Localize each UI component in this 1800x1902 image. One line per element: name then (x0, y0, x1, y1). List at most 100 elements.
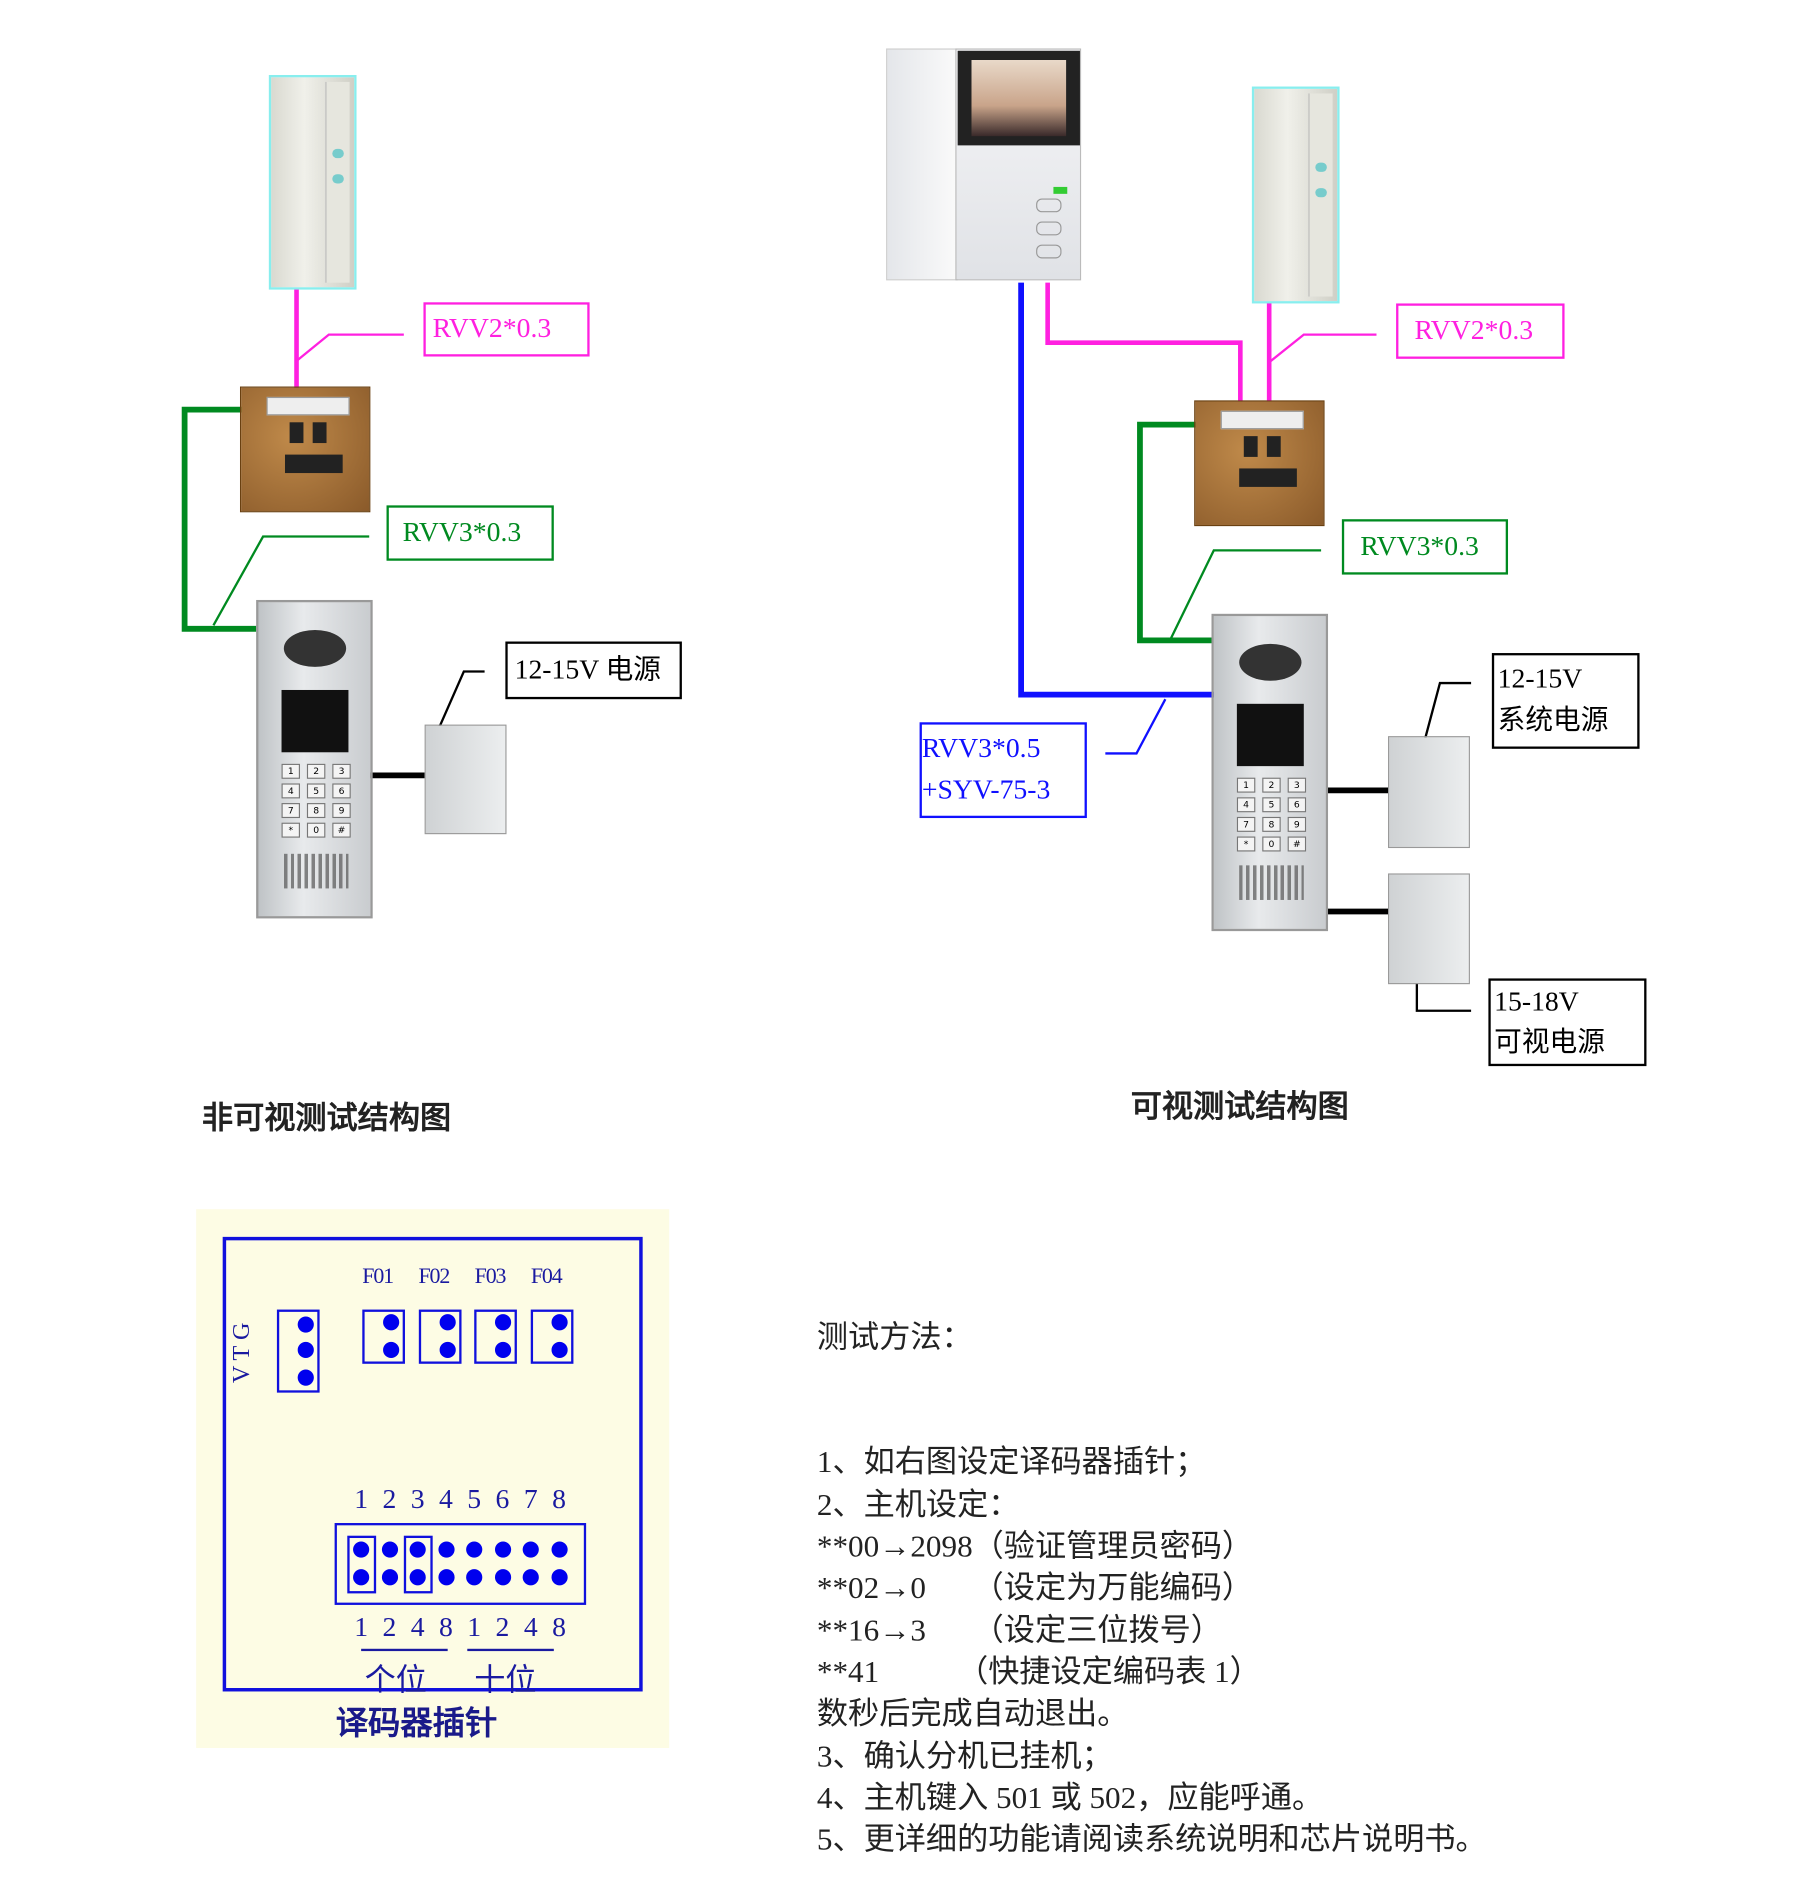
pin (381, 1569, 398, 1586)
f-label: F01 (362, 1264, 394, 1289)
jumper-pin-1 (347, 1535, 377, 1594)
pin-number-top: 3 (410, 1484, 425, 1515)
pin (409, 1541, 426, 1558)
pin-weight-label: 8 (552, 1613, 566, 1644)
pin (495, 1314, 512, 1331)
f-jumper-block (530, 1309, 574, 1364)
keypad-key: 3 (332, 763, 351, 779)
right-video-pointer (1105, 698, 1167, 755)
pin (550, 1541, 568, 1558)
keypad-key: 2 (1262, 777, 1281, 793)
keypad-key: 4 (281, 783, 300, 799)
keypad-key: 2 (306, 763, 326, 779)
keypad-key: 9 (332, 803, 351, 819)
keypad-key: 0 (1262, 836, 1281, 852)
decoder-board-right (1194, 400, 1325, 527)
pin (466, 1569, 483, 1586)
instructions-title: 测试方法： (816, 1319, 973, 1355)
decoder-title: 译码器插针 (335, 1704, 498, 1743)
keypad-key: 7 (281, 803, 300, 819)
f-label: F03 (474, 1264, 507, 1289)
f-jumper-block (474, 1309, 518, 1364)
right-monitor-rvv2-wire (1045, 282, 1243, 410)
decoder-outline (222, 1236, 643, 1692)
instruction-line: 3、确认分机已挂机； (816, 1738, 1113, 1773)
tens-underline (467, 1648, 554, 1652)
monitor-screen (971, 59, 1067, 137)
vtg-jumper-block (276, 1309, 320, 1393)
pin-number-top: 1 (354, 1484, 369, 1515)
right-diagram-title: 可视测试结构图 (1130, 1089, 1349, 1125)
pin (353, 1541, 370, 1558)
decoder-board-left (239, 386, 371, 513)
left-rvv2-pointer (296, 333, 404, 361)
pin-weight-label: 2 (382, 1613, 397, 1644)
pin-weight-label: 1 (467, 1613, 482, 1644)
jumper-pin-3 (403, 1535, 433, 1594)
keypad-key: # (332, 822, 351, 838)
ones-underline (361, 1648, 448, 1652)
system-power-label: 12-15V 系统电源 (1491, 653, 1640, 749)
pin (383, 1341, 400, 1359)
instruction-line: **00→2098（验证管理员密码） (816, 1528, 1254, 1564)
pin (437, 1569, 455, 1586)
instruction-line: 5、更详细的功能请阅读系统说明和芯片说明书。 (816, 1822, 1487, 1857)
keypad-key: 1 (1236, 777, 1256, 793)
pin (383, 1314, 400, 1331)
pin-weight-label: 2 (495, 1613, 510, 1644)
keypad-key: 3 (1287, 777, 1307, 793)
pin (495, 1341, 512, 1359)
decoder-pin-panel (196, 1209, 670, 1749)
pin-weight-label: 4 (523, 1613, 538, 1644)
pin (494, 1541, 511, 1558)
right-rvv2-pointer (1268, 333, 1377, 364)
left-rvv3-wire (181, 406, 277, 632)
left-rvv2-label: RVV2*0.3 (423, 302, 590, 357)
pin-number-top: 2 (382, 1484, 397, 1515)
keypad-key: 6 (1287, 797, 1307, 813)
test-instructions: 测试方法： 1、如右图设定译码器插针； 2、主机设定： **00→2098（验证管理… (817, 1232, 1487, 1902)
pin-weight-label: 1 (354, 1613, 369, 1644)
keypad-key: * (281, 822, 300, 838)
right-rvv3-label: RVV3*0.3 (1341, 519, 1509, 575)
keypad-key: 1 (281, 763, 300, 779)
left-power-pointer (437, 670, 485, 730)
keypad-key: 6 (332, 783, 351, 799)
f-jumper-block (418, 1309, 462, 1364)
instruction-line: **16→3 （设定三位拨号） (816, 1612, 1222, 1648)
system-power-pointer (1420, 681, 1472, 753)
f-label: F02 (418, 1264, 450, 1289)
video-cable-label: RVV3*0.5 +SYV-75-3 (919, 722, 1087, 819)
right-rvv2-label: RVV2*0.3 (1396, 303, 1565, 359)
video-power-label: 15-18V 可视电源 (1488, 978, 1647, 1067)
indoor-handset-right (1251, 86, 1340, 304)
keypad-key: 4 (1236, 797, 1256, 813)
pin (409, 1569, 426, 1586)
wires (181, 282, 1472, 1012)
pin-number-top: 4 (439, 1484, 453, 1515)
video-power-pointer (1415, 978, 1472, 1012)
pin-number-top: 8 (552, 1484, 566, 1515)
instruction-line: 2、主机设定： (816, 1486, 1020, 1522)
right-video-wire (1018, 282, 1224, 698)
keypad-key: 8 (1262, 816, 1281, 832)
pin (439, 1314, 456, 1331)
pin-weight-label: 8 (439, 1613, 453, 1644)
right-rvv3-pointer (1170, 549, 1322, 639)
pin (381, 1541, 398, 1558)
keypad-key: 0 (306, 822, 326, 838)
pin-weight-label: 4 (410, 1613, 425, 1644)
instruction-line: **41 （快捷设定编码表 1） (816, 1654, 1261, 1690)
right-rvv3-wire (1137, 421, 1221, 644)
pin (466, 1541, 483, 1558)
pin (550, 1569, 568, 1586)
video-power-supply (1388, 873, 1470, 985)
pin (551, 1341, 568, 1359)
instruction-line: **02→0 （设定为万能编码） (816, 1570, 1254, 1606)
instruction-line: 1、如右图设定译码器插针； (816, 1445, 1207, 1480)
pin (437, 1541, 455, 1558)
pin (551, 1314, 568, 1331)
